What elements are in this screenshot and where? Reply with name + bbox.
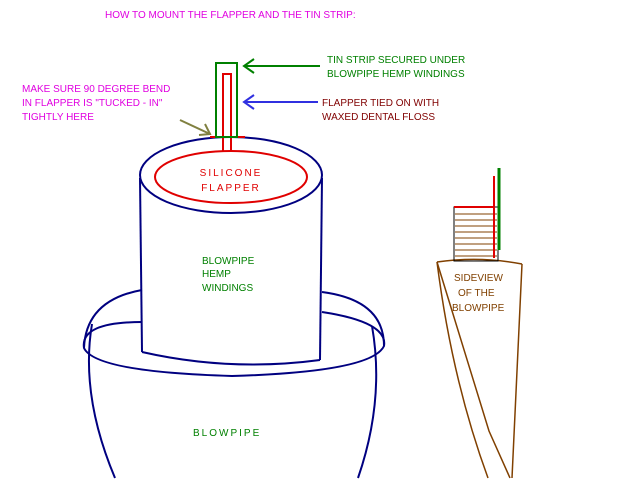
diagram-title: HOW TO MOUNT THE FLAPPER AND THE TIN STR… [105, 10, 356, 21]
silicone-flapper-label-line: FLAPPER [201, 183, 261, 194]
flapper-tied-label: FLAPPER TIED ON WITH WAXED DENTAL FLOSS [322, 98, 439, 123]
flapper-tied-label-line: FLAPPER TIED ON WITH [322, 98, 439, 109]
bend-note-label: MAKE SURE 90 DEGREE BEND IN FLAPPER IS "… [22, 84, 170, 123]
flapper-tab [222, 73, 232, 151]
blowpipe-base-top-rim [82, 311, 386, 378]
bend-arrow [179, 119, 212, 136]
cylinder-bottom-edge [141, 351, 321, 366]
sideview-label-line: BLOWPIPE [452, 303, 505, 314]
flapper-tied-label-line: WAXED DENTAL FLOSS [322, 112, 435, 123]
hemp-windings-label: BLOWPIPE HEMP WINDINGS [202, 256, 255, 294]
sideview-windings-block [453, 206, 499, 262]
flapper-arrow [242, 94, 318, 110]
silicone-flapper-label-line: SILICONE [200, 168, 263, 179]
tin-strip-label-line: BLOWPIPE HEMP WINDINGS [327, 69, 465, 80]
sideview-winding-lines [455, 213, 497, 257]
blowpipe-base [82, 289, 386, 479]
hemp-windings-label-line: BLOWPIPE [202, 256, 255, 267]
sideview-label-line: OF THE [458, 288, 495, 299]
bend-note-label-line: IN FLAPPER IS "TUCKED - IN" [22, 98, 163, 109]
blowpipe-label: BLOWPIPE [193, 428, 261, 439]
tin-strip-label-line: TIN STRIP SECURED UNDER [327, 55, 465, 66]
sideview-label-line: SIDEVIEW [454, 273, 503, 284]
bend-note-label-line: TIGHTLY HERE [22, 112, 94, 123]
blowpipe-base-shoulder [83, 289, 385, 349]
sideview-label: SIDEVIEW OF THE BLOWPIPE [452, 273, 505, 314]
sideview-cone [436, 261, 523, 479]
tin-strip-arrow [242, 58, 320, 74]
tin-strip [215, 62, 238, 138]
tin-strip-label: TIN STRIP SECURED UNDER BLOWPIPE HEMP WI… [327, 55, 465, 80]
silicone-flapper-label: SILICONE FLAPPER [200, 168, 263, 194]
blowpipe-base-back-rim [142, 290, 322, 322]
bend-note-label-line: MAKE SURE 90 DEGREE BEND [22, 84, 170, 95]
sideview-cone-outline [436, 258, 523, 479]
blowpipe-base-outline [87, 323, 378, 479]
hemp-windings-label-line: HEMP [202, 269, 231, 280]
cylinder-left-side [139, 177, 143, 353]
hemp-windings-label-line: WINDINGS [202, 283, 253, 294]
sideview-blowpipe [436, 168, 523, 479]
cylinder-right-side [319, 177, 323, 361]
